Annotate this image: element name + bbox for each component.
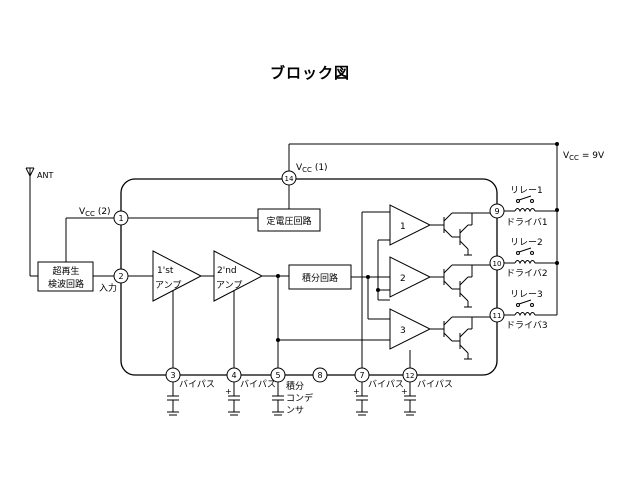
pin-10: 10: [489, 255, 505, 271]
relay-3-label: リレー3: [510, 290, 543, 300]
svg-text:5: 5: [275, 371, 280, 380]
first-amplifier: [152, 250, 203, 302]
comparator-2: [389, 256, 432, 298]
svg-text:8: 8: [317, 371, 322, 380]
second-amplifier: [213, 250, 264, 302]
relay-switch-icon: [516, 195, 534, 307]
vcc1-label: VCC (1): [296, 163, 328, 174]
svg-text:10: 10: [493, 260, 502, 268]
svg-text:9: 9: [494, 207, 499, 216]
driver-1-transistors: [443, 212, 490, 256]
comparator-3: [389, 308, 432, 350]
supply-wiring: [288, 142, 559, 315]
pin-2: 2: [113, 268, 129, 284]
detector-label-1: 超再生: [52, 265, 79, 277]
svg-text:+: +: [401, 387, 408, 396]
comparator-1-label: 1: [400, 222, 406, 232]
pin7-bypass-label: バイパス: [368, 379, 404, 390]
relay-1-label: リレー1: [510, 186, 543, 196]
integrator-label: 積分回路: [302, 272, 338, 284]
svg-text:3: 3: [170, 371, 175, 380]
vcc-main-label: VCC = 9V: [563, 151, 605, 162]
svg-text:2: 2: [118, 272, 123, 281]
comparator-2-label: 2: [400, 274, 406, 284]
pin-7: 7: [354, 367, 370, 383]
svg-text:1: 1: [118, 214, 123, 223]
driver-1-label: ドライバ1: [506, 217, 548, 228]
vcc2-label: VCC (2): [79, 207, 111, 218]
detector-label-2: 検波回路: [48, 278, 84, 290]
regulator-block: [257, 208, 321, 232]
pin3-bypass-label: バイパス: [179, 379, 215, 390]
pin5-cap-label-3: ンサ: [286, 405, 304, 416]
pin5-cap-label-1: 積分: [286, 380, 304, 392]
driver-2-label: ドライバ2: [506, 268, 548, 279]
input-label: 入力: [99, 282, 117, 294]
pin-12: 12: [402, 367, 418, 383]
pin12-bypass-label: バイパス: [417, 379, 453, 390]
driver-2-transistors: [443, 264, 490, 308]
antenna-icon: [25, 167, 38, 277]
pin-11: 11: [489, 307, 505, 323]
svg-text:12: 12: [406, 372, 415, 380]
comparator-3-label: 3: [400, 326, 406, 336]
pin5-cap-label-2: コンデ: [286, 392, 313, 404]
amp1-label-1: 1'st: [157, 266, 174, 276]
svg-text:11: 11: [493, 312, 502, 320]
bypass-capacitors: + + +: [167, 382, 416, 416]
svg-text:4: 4: [231, 371, 236, 380]
pin-8: 8: [312, 367, 328, 383]
relay-2-label: リレー2: [510, 238, 543, 248]
antenna-label: ANT: [37, 171, 53, 180]
regulator-label: 定電圧回路: [266, 215, 311, 227]
svg-text:+: +: [353, 387, 360, 396]
relay-wiring: [504, 208, 557, 317]
pin-14: 14: [281, 170, 297, 186]
pin-4: 4: [226, 367, 242, 383]
amp2-label-1: 2'nd: [217, 266, 237, 276]
driver-3-label: ドライバ3: [506, 320, 548, 331]
driver-3-transistors: [443, 316, 490, 360]
comparator-1: [389, 204, 432, 246]
pin-3: 3: [165, 367, 181, 383]
amp2-label-2: アンプ: [216, 280, 242, 291]
amp1-label-2: アンプ: [155, 280, 181, 291]
pin4-bypass-label: バイパス: [240, 379, 276, 390]
svg-text:+: +: [225, 387, 232, 396]
pin-9: 9: [489, 203, 505, 219]
pin-5: 5: [270, 367, 286, 383]
svg-text:14: 14: [285, 175, 294, 183]
page-title: ブロック図: [269, 64, 350, 82]
svg-text:7: 7: [359, 371, 364, 380]
pin-1: 1: [113, 210, 129, 226]
